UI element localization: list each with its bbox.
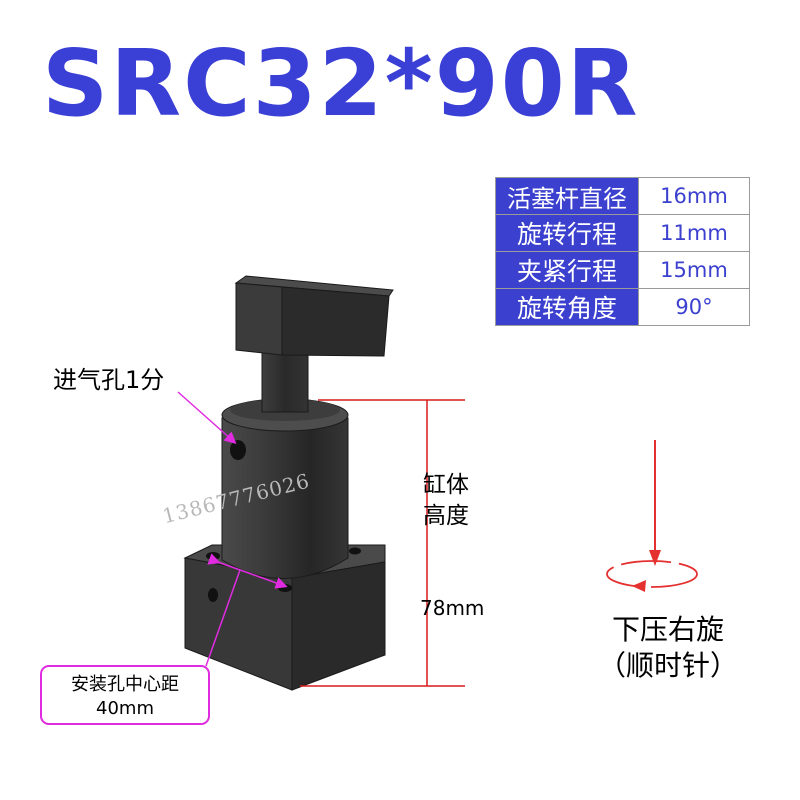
- rotation-arrow-icon: [606, 440, 698, 592]
- spec-row: 夹紧行程 15mm: [495, 251, 750, 289]
- rotation-label: 下压右旋 （顺时针）: [578, 612, 758, 684]
- spec-label: 旋转行程: [495, 214, 639, 252]
- spec-table: 活塞杆直径 16mm 旋转行程 11mm 夹紧行程 15mm 旋转角度 90°: [495, 177, 750, 326]
- hole-spacing-box: 安装孔中心距 40mm: [40, 665, 210, 725]
- hole-spacing-pointer: [205, 569, 241, 667]
- cylinder-body: [221, 398, 349, 579]
- clamp-arm: [234, 275, 394, 357]
- spec-row: 活塞杆直径 16mm: [495, 177, 750, 215]
- spec-value: 16mm: [638, 177, 750, 215]
- cylinder-height-value: 78mm: [420, 596, 485, 620]
- model-title: SRC32*90R: [42, 30, 640, 137]
- height-dimension: [300, 399, 465, 687]
- spec-label: 旋转角度: [495, 288, 639, 326]
- spec-label: 活塞杆直径: [495, 177, 639, 215]
- spec-row: 旋转角度 90°: [495, 288, 750, 326]
- rotation-clockwise-note: （顺时针）: [597, 649, 738, 682]
- air-inlet-label: 进气孔1分: [53, 366, 165, 394]
- air-inlet-pointer: [177, 391, 237, 444]
- rotation-direction: 下压右旋: [611, 613, 724, 646]
- spec-value: 15mm: [638, 251, 750, 289]
- spec-value: 90°: [638, 288, 750, 326]
- hole-spacing-label: 安装孔中心距: [71, 674, 179, 695]
- hole-spacing-arrow: [207, 553, 288, 589]
- piston-rod: [261, 349, 309, 413]
- hole-spacing-value: 40mm: [96, 698, 154, 719]
- spec-label: 夹紧行程: [495, 251, 639, 289]
- cylinder-height-label: 缸体高度: [423, 472, 469, 529]
